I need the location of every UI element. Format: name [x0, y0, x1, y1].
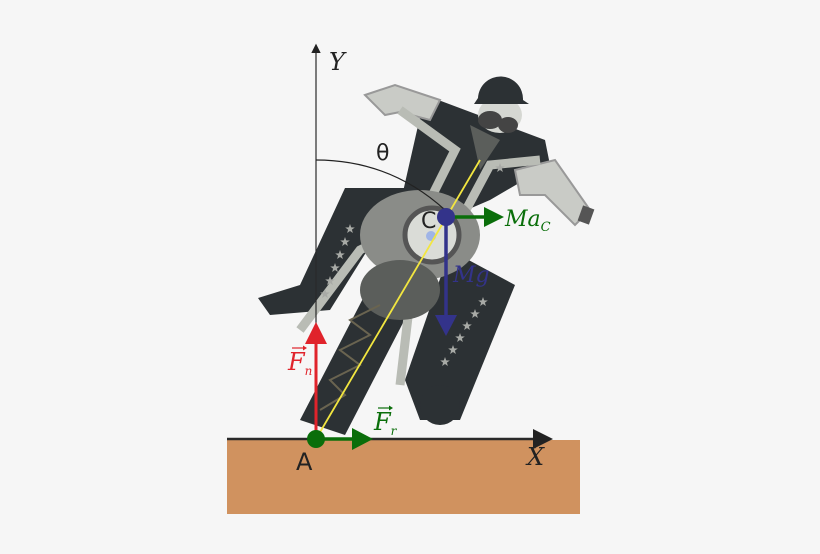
inertial-force-label: MaC — [504, 207, 551, 235]
lean-line — [315, 159, 481, 440]
point-a-label: A — [296, 448, 313, 476]
y-axis-label: Y — [329, 48, 347, 76]
center-of-mass — [437, 208, 455, 226]
normal-force-arrow — [305, 322, 327, 344]
theta-arc — [315, 159, 446, 211]
weight-label: Mg — [452, 263, 490, 288]
rider-illustration — [258, 76, 595, 435]
ground — [227, 440, 580, 514]
friction-force-arrow — [352, 428, 373, 450]
weight-arrow — [435, 315, 457, 336]
vector-arrow-icon — [378, 405, 393, 411]
inertial-force-arrow — [484, 207, 504, 227]
point-a — [307, 430, 325, 448]
x-axis-label: X — [525, 443, 545, 471]
normal-force-label: Fn — [287, 348, 312, 378]
center-label: C — [421, 209, 436, 234]
theta-label: θ — [376, 141, 389, 166]
vector-arrow-icon — [292, 345, 307, 351]
friction-force-label: Fr — [373, 408, 398, 438]
